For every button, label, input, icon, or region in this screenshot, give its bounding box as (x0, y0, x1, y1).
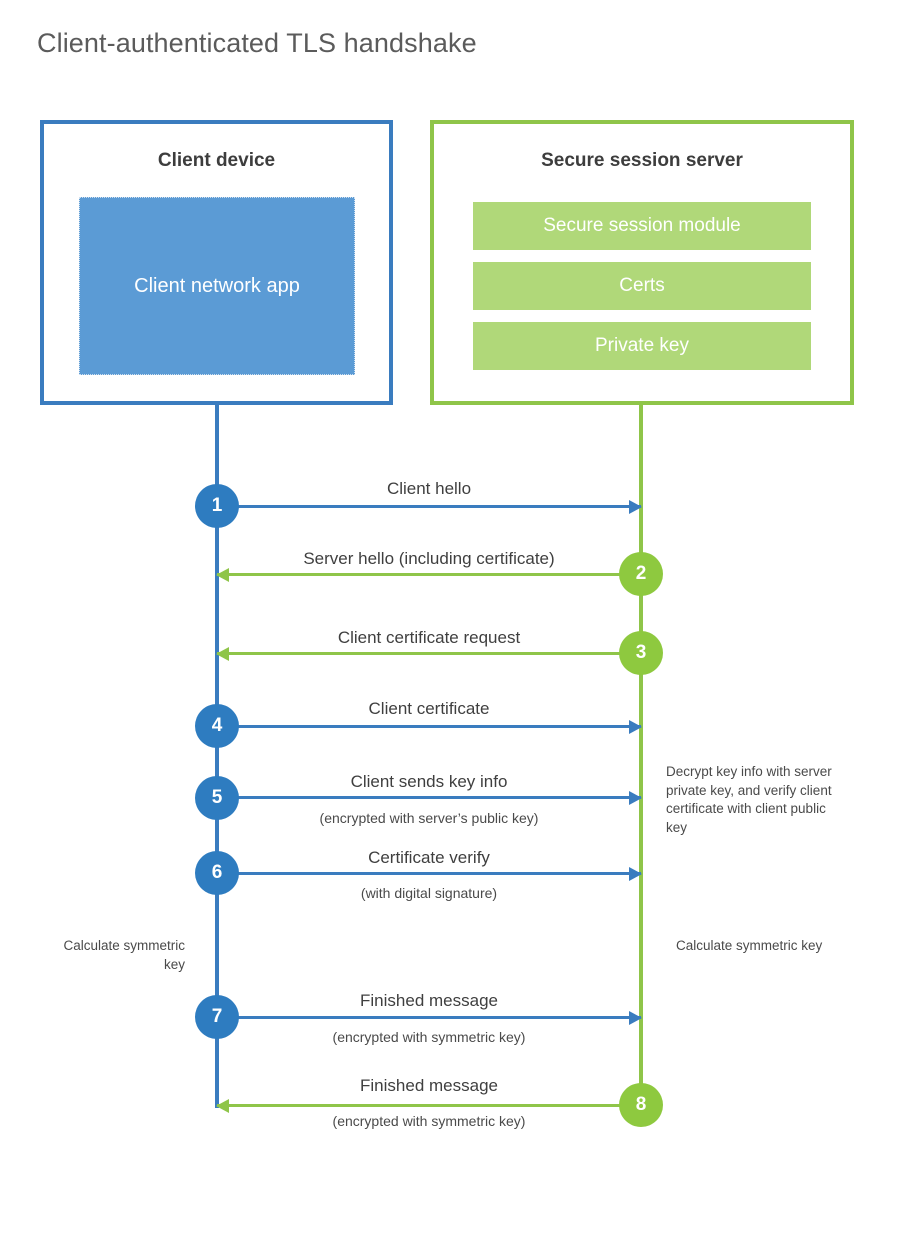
secure-session-server-title: Secure session server (541, 150, 743, 171)
step-circle-6: 6 (195, 851, 239, 895)
step-circle-1: 1 (195, 484, 239, 528)
message-sublabel-7: (encrypted with symmetric key) (332, 1029, 526, 1045)
message-arrow-4 (217, 719, 642, 734)
message-sublabel-5: (encrypted with server’s public key) (319, 810, 539, 826)
step-circle-7: 7 (195, 995, 239, 1039)
arrowhead-right-icon (629, 499, 642, 514)
message-arrow-2 (216, 567, 641, 582)
step-circle-3: 3 (619, 631, 663, 675)
page-title: Client-authenticated TLS handshake (37, 28, 477, 58)
message-label-5: Client sends key info (350, 772, 508, 791)
server-lifeline (639, 405, 643, 1108)
message-label-7: Finished message (360, 991, 498, 1010)
client-network-app: Client network app (79, 197, 355, 375)
message-arrow-6 (217, 866, 642, 881)
message-sublabel-6: (with digital signature) (360, 885, 498, 901)
step-circle-4: 4 (195, 704, 239, 748)
message-arrow-7 (217, 1010, 642, 1025)
arrowhead-right-icon (629, 866, 642, 881)
message-arrow-3 (216, 646, 641, 661)
step-circle-2: 2 (619, 552, 663, 596)
message-label-4: Client certificate (368, 699, 490, 718)
message-arrow-5 (217, 790, 642, 805)
step-circle-8: 8 (619, 1083, 663, 1127)
arrowhead-right-icon (629, 1010, 642, 1025)
message-label-2: Server hello (including certificate) (303, 549, 555, 568)
arrowhead-left-icon (216, 1098, 229, 1113)
message-arrow-1 (217, 499, 642, 514)
arrowhead-left-icon (216, 567, 229, 582)
server-component-private-key: Private key (473, 322, 811, 370)
client-device-box: Client device Client network app (40, 120, 393, 405)
arrowhead-right-icon (629, 790, 642, 805)
client-calculate-note: Calculate symmetric key (63, 938, 185, 972)
message-label-6: Certificate verify (368, 848, 490, 867)
client-lifeline (215, 405, 219, 1108)
message-sublabel-8: (encrypted with symmetric key) (332, 1113, 526, 1129)
arrowhead-right-icon (629, 719, 642, 734)
server-component-certs: Certs (473, 262, 811, 310)
message-label-8: Finished message (360, 1076, 498, 1095)
server-decrypt-note: Decrypt key info with server private key… (666, 764, 832, 835)
secure-session-server-box: Secure session server Secure session mod… (430, 120, 854, 405)
client-device-title: Client device (157, 150, 276, 171)
message-label-1: Client hello (386, 479, 472, 498)
server-calculate-note: Calculate symmetric key (676, 938, 823, 953)
message-label-3: Client certificate request (337, 628, 521, 647)
step-circle-5: 5 (195, 776, 239, 820)
arrowhead-left-icon (216, 646, 229, 661)
server-component-secure-session-module: Secure session module (473, 202, 811, 250)
message-arrow-8 (216, 1098, 641, 1113)
